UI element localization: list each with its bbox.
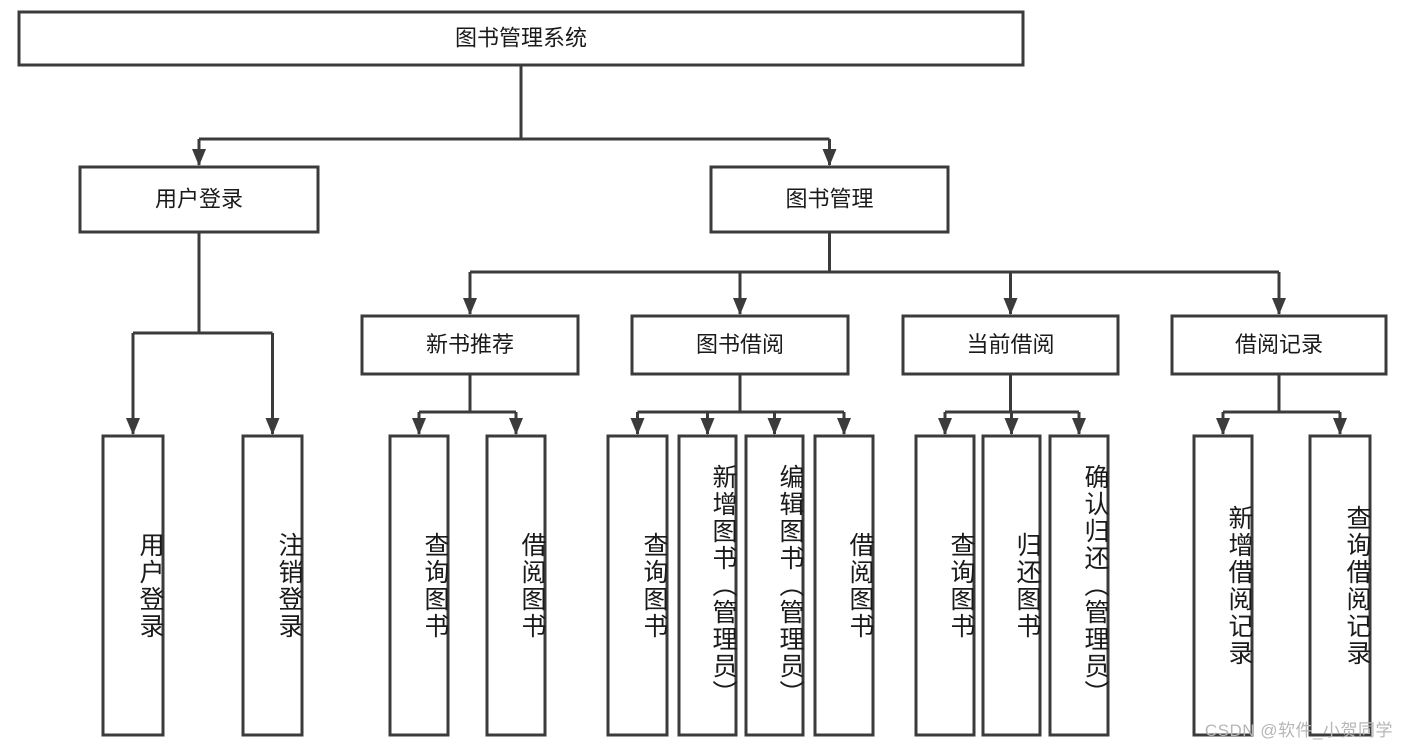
node-leaf-leaf-add-borrow-record — [1192, 434, 1254, 737]
watermark-text: CSDN @软件_小贺同学 — [1204, 721, 1393, 740]
node-leaf-leaf-borrow-book — [813, 434, 875, 737]
node-label: 当前借阅 — [966, 332, 1054, 357]
node-label: 借阅记录 — [1235, 332, 1323, 357]
node-leaf-leaf-query-borrow-record — [1308, 434, 1372, 737]
arrow-head-icon — [1333, 418, 1347, 435]
node-leaf-leaf-confirm-return-admin — [1048, 434, 1110, 737]
arrow-head-icon — [733, 298, 747, 315]
arrow-head-icon — [938, 418, 952, 435]
node-leaf-leaf-query-book-current — [914, 434, 976, 737]
node-leaf-leaf-user-login — [101, 434, 165, 737]
node-leaf-leaf-logout — [241, 434, 304, 737]
arrow-head-icon — [700, 418, 715, 435]
node-leaf-leaf-return-book — [981, 434, 1042, 737]
arrow-head-icon — [630, 418, 645, 435]
node-current-borrow — [901, 314, 1120, 376]
arrow-head-icon — [822, 149, 837, 166]
arrow-head-icon — [1004, 418, 1019, 435]
arrow-head-icon — [1216, 418, 1230, 435]
arrow-head-icon — [1003, 298, 1018, 315]
node-label: 用户登录 — [155, 186, 243, 211]
arrow-head-icon — [265, 418, 280, 435]
arrow-head-icon — [463, 298, 477, 315]
arrow-head-icon — [509, 418, 523, 435]
arrow-head-icon — [1272, 298, 1286, 315]
arrow-head-icon — [837, 418, 851, 435]
node-book-management — [709, 165, 950, 234]
node-root — [17, 10, 1025, 67]
arrow-head-icon — [412, 418, 426, 435]
node-new-book-recommend — [360, 314, 580, 376]
arrow-head-icon — [126, 418, 140, 435]
arrow-head-icon — [1072, 418, 1086, 435]
node-leaf-leaf-borrow-book-recommend — [485, 434, 547, 737]
node-borrow-record — [1170, 314, 1388, 376]
node-label: 图书管理 — [785, 186, 873, 211]
node-leaf-leaf-query-book-recommend — [388, 434, 450, 737]
arrow-head-icon — [192, 149, 206, 166]
node-label: 图书借阅 — [696, 332, 784, 357]
node-book-borrow — [630, 314, 850, 376]
node-leaf-leaf-add-book-admin — [677, 434, 738, 737]
node-leaf-leaf-edit-book-admin — [744, 434, 805, 737]
connectors-layer — [126, 65, 1347, 435]
arrow-head-icon — [767, 418, 782, 435]
node-leaf-leaf-query-book-borrow — [606, 434, 669, 737]
node-label: 图书管理系统 — [455, 25, 587, 50]
node-label: 新书推荐 — [426, 332, 514, 357]
node-user-login — [78, 165, 320, 234]
